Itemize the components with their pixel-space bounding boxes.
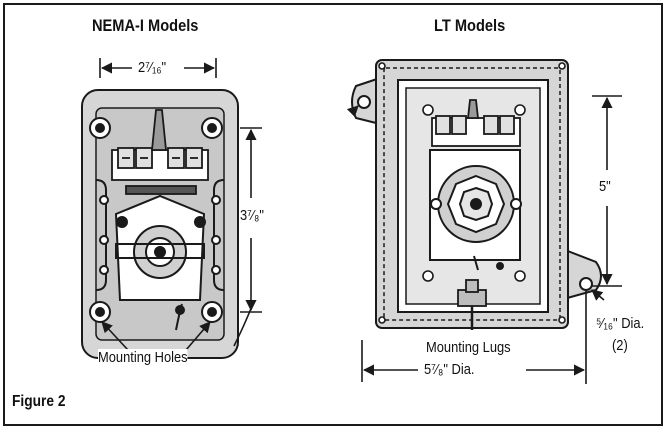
lt-corner-screws bbox=[378, 62, 566, 324]
nema-terminal-block bbox=[111, 109, 209, 195]
nema-thermostat-mechanism bbox=[114, 194, 206, 331]
lt-lug-holes bbox=[357, 95, 593, 291]
mounting-lugs-leaders bbox=[346, 105, 605, 301]
lt-terminal-block bbox=[431, 99, 521, 147]
mounting-lugs-callout: Mounting Lugs bbox=[426, 339, 511, 356]
nema-corner-holes bbox=[89, 117, 223, 323]
figure-caption: Figure 2 bbox=[12, 393, 66, 410]
nema-width-label: 2⁷⁄₁₆" bbox=[138, 59, 167, 76]
nema-width-dimension bbox=[99, 58, 217, 78]
lt-title: LT Models bbox=[434, 16, 506, 35]
lt-height-label: 5" bbox=[599, 178, 611, 195]
lt-thermostat-dial bbox=[429, 149, 522, 271]
mounting-holes-callout: Mounting Holes bbox=[98, 349, 188, 366]
nema-height-label: 3⁷⁄₈" bbox=[240, 207, 264, 224]
lt-hole-label: ⁵⁄₁₆" Dia. bbox=[596, 315, 645, 332]
lt-height-dimension bbox=[592, 95, 622, 287]
lt-width-label: 5⁷⁄₈" Dia. bbox=[424, 361, 475, 378]
nema-title: NEMA-I Models bbox=[92, 16, 199, 35]
lt-hole-count-label: (2) bbox=[612, 337, 628, 354]
lt-width-dimension bbox=[361, 290, 587, 384]
nema-height-dimension bbox=[240, 127, 262, 313]
lt-conduit-entry bbox=[457, 279, 487, 330]
mounting-holes-leaders bbox=[101, 305, 253, 351]
nema-side-rails bbox=[95, 179, 225, 291]
